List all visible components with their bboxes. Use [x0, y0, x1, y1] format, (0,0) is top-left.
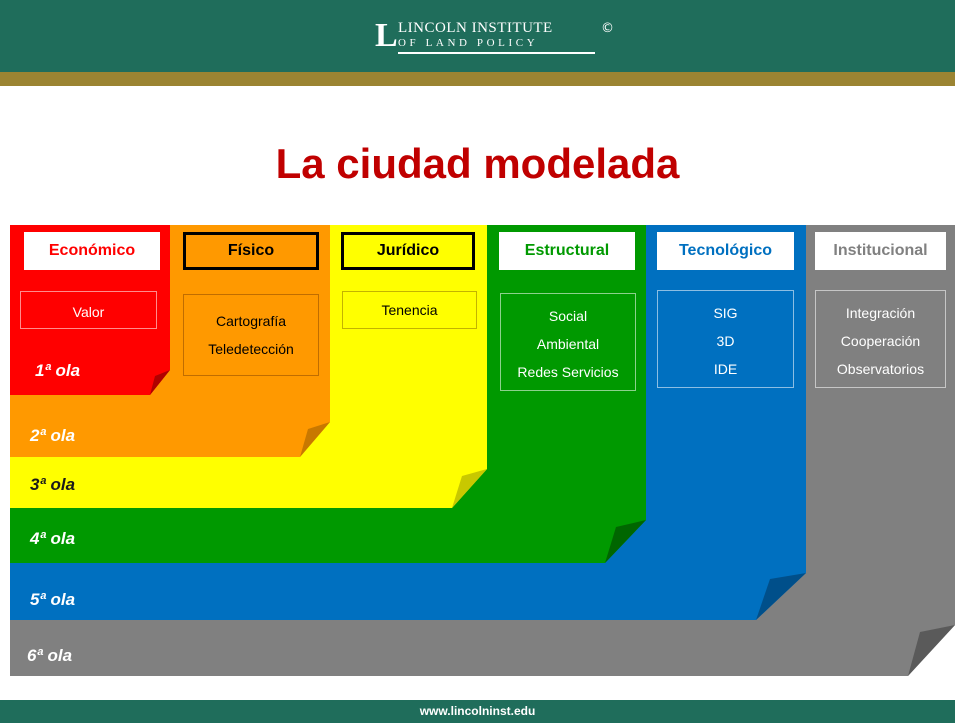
logo-rule	[398, 52, 595, 54]
category-fisico: Físico	[183, 232, 319, 270]
wave-5-label: 5ª ola	[30, 590, 75, 609]
wave-3-fold	[452, 469, 487, 508]
category-juridico: Jurídico	[341, 232, 475, 270]
wave-6-fold	[908, 625, 955, 676]
content-tecnologico-line-1: SIG	[713, 305, 738, 321]
wave-5-fold	[756, 573, 806, 620]
category-economico: Económico	[24, 232, 160, 270]
wave-1-label: 1ª ola	[35, 361, 80, 380]
header-bar: L LINCOLN INSTITUTE OF LAND POLICY ©	[0, 0, 955, 72]
content-economico: Valor	[20, 291, 157, 329]
footer-url: www.lincolninst.edu	[419, 704, 536, 718]
wave-4-label: 4ª ola	[29, 529, 75, 548]
wave-2-fold	[300, 422, 330, 457]
content-juridico: Tenencia	[342, 291, 477, 329]
wave-4-fold	[605, 520, 646, 563]
content-institucional: Integración Cooperación Observatorios	[815, 290, 946, 388]
wave-2-label: 2ª ola	[29, 426, 75, 445]
wave-1-fold	[150, 370, 170, 395]
gold-divider	[0, 72, 955, 86]
content-institucional-line-1: Integración	[845, 305, 916, 321]
category-institucional: Institucional	[815, 232, 946, 270]
wave-3-label: 3ª ola	[30, 475, 75, 494]
content-estructural-line-1: Social	[548, 308, 588, 324]
content-tecnologico-line-3: IDE	[713, 361, 738, 377]
content-juridico-line-1: Tenencia	[381, 302, 438, 318]
category-estructural: Estructural	[499, 232, 635, 270]
content-tecnologico: SIG 3D IDE	[657, 290, 794, 388]
logo-l-mark: L	[375, 17, 398, 54]
content-estructural-line-2: Ambiental	[536, 336, 600, 352]
logo-subname: OF LAND POLICY	[398, 37, 539, 49]
content-estructural-line-3: Redes Servicios	[517, 364, 619, 380]
content-estructural: Social Ambiental Redes Servicios	[500, 293, 636, 391]
content-institucional-line-3: Observatorios	[836, 361, 925, 377]
content-economico-line-1: Valor	[72, 304, 105, 320]
copyright-symbol: ©	[601, 21, 614, 36]
content-tecnologico-line-2: 3D	[716, 333, 735, 349]
content-fisico: Cartografía Teledetección	[183, 294, 319, 376]
logo-name: LINCOLN INSTITUTE	[398, 20, 553, 36]
content-fisico-line-2: Teledetección	[208, 341, 294, 357]
footer-bar: www.lincolninst.edu	[0, 700, 955, 723]
content-fisico-line-1: Cartografía	[215, 313, 287, 329]
category-tecnologico: Tecnológico	[657, 232, 794, 270]
content-institucional-line-2: Cooperación	[840, 333, 921, 349]
wave-6-label: 6ª ola	[27, 646, 72, 665]
slide-title: La ciudad modelada	[275, 140, 680, 187]
